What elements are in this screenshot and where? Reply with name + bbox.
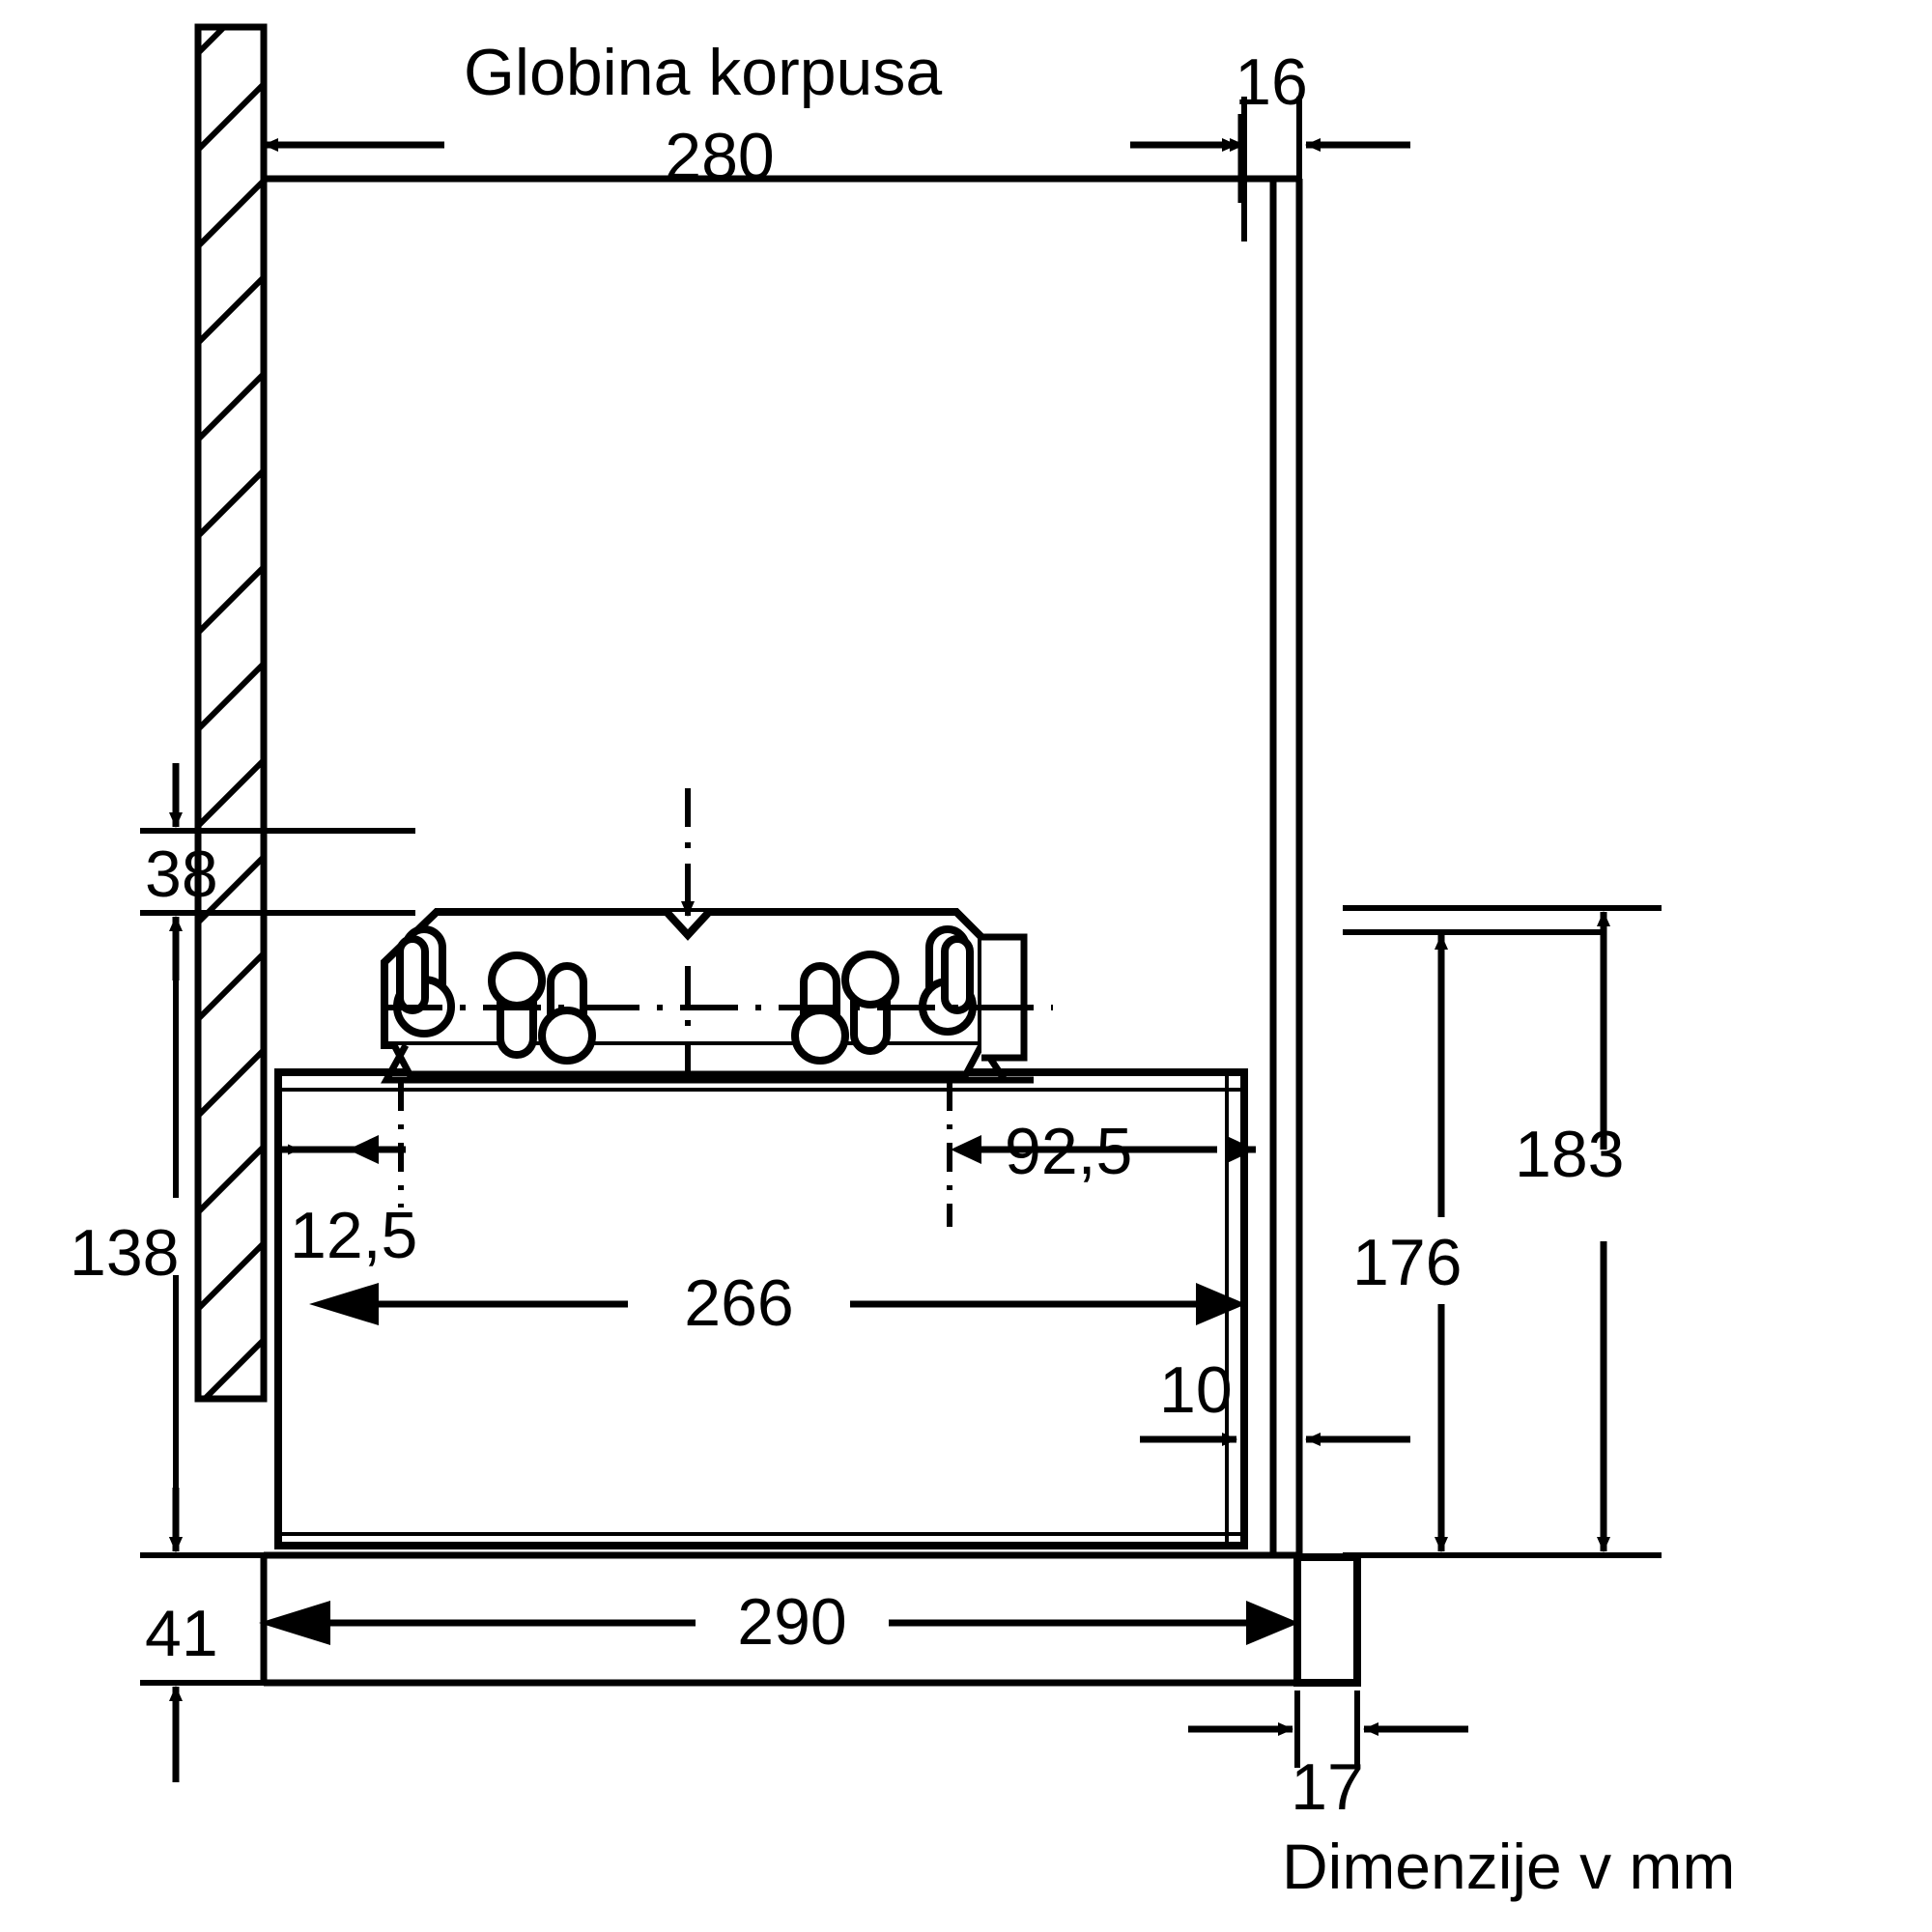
label-183: 183 [1515,1118,1624,1191]
label-17: 17 [1291,1750,1364,1824]
dim-16-group [1130,97,1410,242]
keyhole-slot-left-inner [396,935,429,1014]
dim-41-group [140,1488,415,1782]
label-266-text: 266 [684,1266,793,1340]
label-41: 41 [145,1597,218,1670]
keyhole-slot-mid-left-b [538,962,596,1065]
label-138: 138 [70,1216,179,1290]
wall-section [194,23,268,1403]
label-16: 16 [1235,45,1308,119]
dim-183-group [1343,905,1662,1558]
keyhole-slot-right-inner [941,935,974,1014]
label-280: 280 [665,120,774,193]
label-38: 38 [145,838,218,911]
label-266-mask [628,1264,850,1339]
label-globina-korpusa: Globina korpusa [464,36,942,109]
dim-290-group [259,1601,1299,1645]
label-290: 290 [737,1585,846,1659]
label-92-5: 92,5 [1005,1115,1132,1188]
label-12-5: 12,5 [290,1199,417,1272]
dim-38-group [140,763,415,980]
dim-92-5-group [947,1082,1256,1227]
dim-17-group [1188,1690,1468,1768]
center-axis-lines [384,788,1053,1082]
dim-12-5-group [280,1082,406,1208]
label-dimenzije-v-mm: Dimenzije v mm [1282,1831,1735,1902]
keyhole-slot-mid-left-a [488,952,546,1059]
label-10: 10 [1159,1353,1233,1427]
cabinet-outline [260,175,1303,1687]
keyhole-slot-mid-right-b [841,951,899,1055]
label-176: 176 [1352,1226,1462,1299]
front-panel [1293,1553,1361,1687]
mounting-bracket [381,908,1034,1084]
wall-hatching [198,27,264,1399]
keyhole-slot-mid-right-a [791,962,849,1065]
